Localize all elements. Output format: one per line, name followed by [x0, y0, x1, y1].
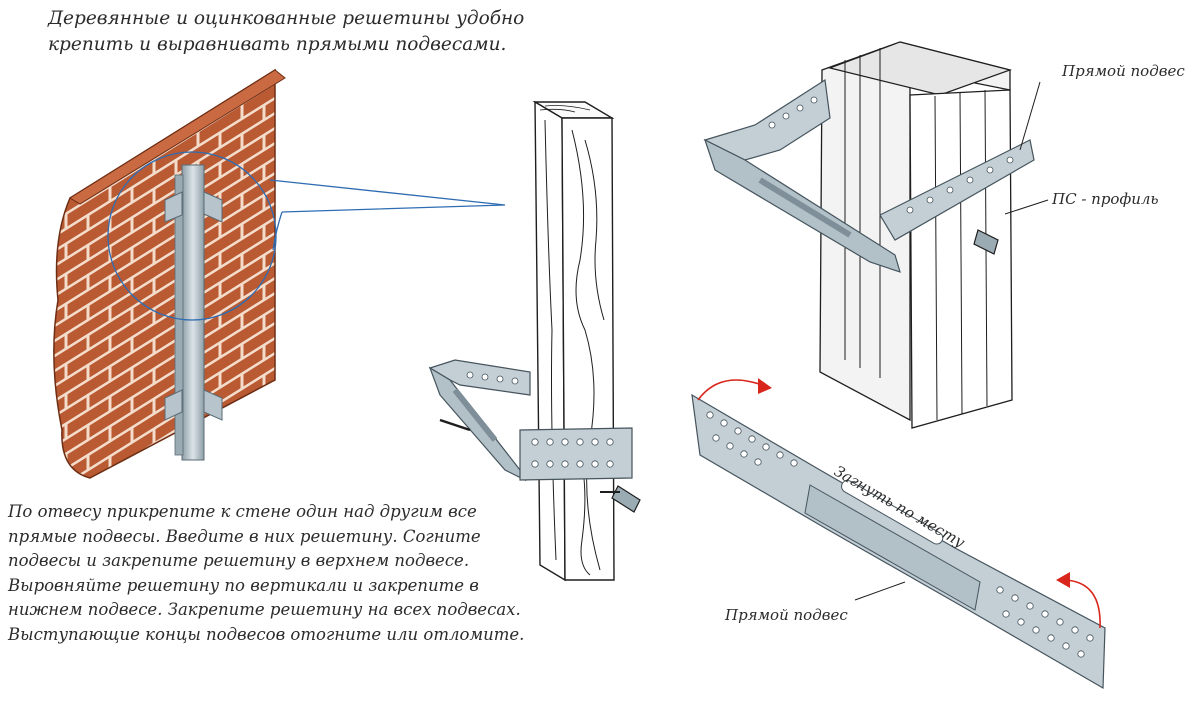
callout-circle — [107, 151, 506, 321]
header-text: Деревянные и оцинкованные решетины удобн… — [48, 6, 568, 58]
wall-profile-rail — [164, 164, 223, 461]
instruction-line: Выровняйте решетину по вертикали и закре… — [8, 575, 479, 595]
brick-wall — [53, 68, 286, 479]
label-ps-profile: ПС - профиль — [1052, 190, 1159, 208]
hanger-strip — [691, 393, 1106, 690]
label-direct-hanger-top: Прямой подвес — [1062, 62, 1185, 80]
instruction-line: нижнем подвесе. Закрепите решетину на вс… — [8, 600, 521, 619]
instruction-line: подвесы и закрепите решетину в верхнем п… — [8, 551, 470, 570]
label-leaders — [854, 81, 1049, 601]
bend-arrow-right — [1056, 572, 1101, 629]
ps-profile-hanger — [703, 78, 1035, 273]
bend-arrow-left — [697, 378, 772, 401]
header-line: Деревянные и оцинкованные решетины удобн… — [48, 8, 525, 29]
instructions-text: По отвесу прикрепите к стене один над др… — [8, 500, 568, 647]
instruction-line: По отвесу прикрепите к стене один над др… — [8, 502, 477, 521]
instruction-line: прямые подвесы. Введите в них решетину. … — [8, 526, 481, 546]
batten-hanger — [428, 359, 641, 513]
label-direct-hanger-bottom: Прямой подвес — [725, 606, 848, 624]
instruction-line: Выступающие концы подвесов отогните или … — [8, 624, 525, 644]
header-line: крепить и выравнивать прямыми подвесами. — [48, 34, 507, 55]
